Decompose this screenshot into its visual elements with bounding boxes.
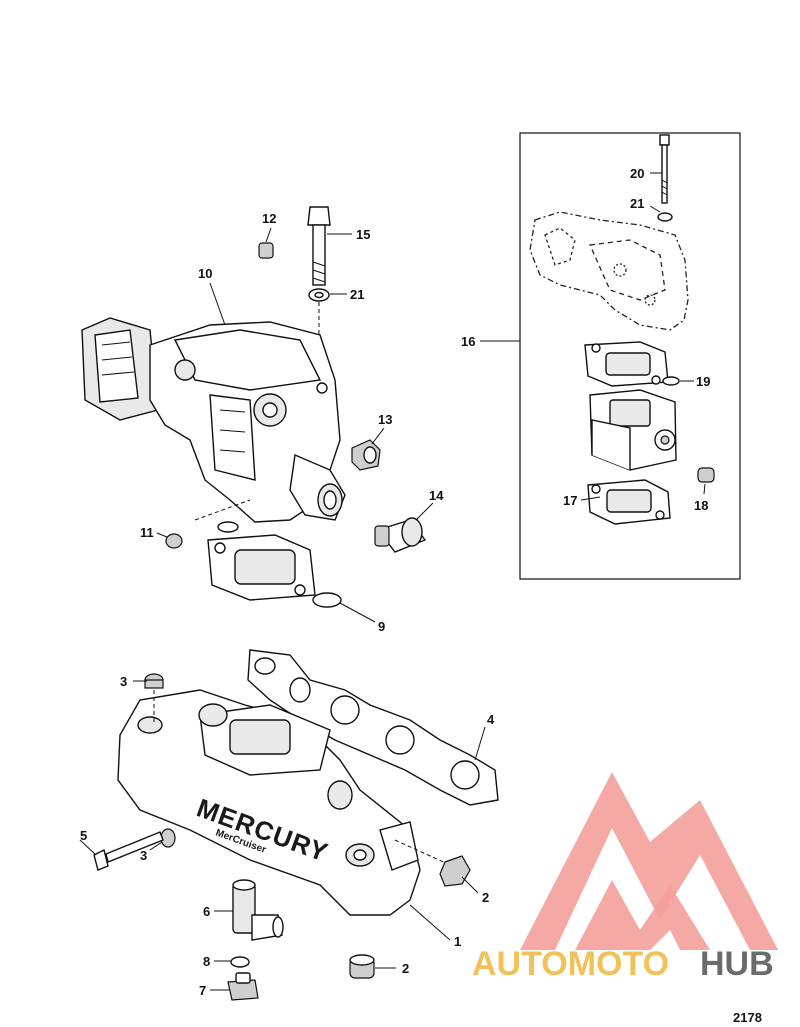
watermark-triangle-inner xyxy=(575,880,710,950)
callout-5: 5 xyxy=(80,828,87,843)
callout-15: 15 xyxy=(356,227,370,242)
callout-7: 7 xyxy=(199,983,206,998)
callout-21a: 21 xyxy=(630,196,644,211)
plug-13-part xyxy=(351,439,381,471)
callout-19: 19 xyxy=(696,374,710,389)
fitting-6-part xyxy=(232,879,284,941)
callout-18: 18 xyxy=(694,498,708,513)
bolt-20-part xyxy=(659,134,670,204)
riser-assembly-sketch-part xyxy=(529,211,689,331)
watermark-text-accent: HUB xyxy=(700,945,774,983)
leader-lines xyxy=(79,172,706,991)
washer-8-part xyxy=(230,956,250,968)
gasket-19-upper-part xyxy=(584,341,669,387)
fitting-14-part xyxy=(374,517,427,553)
plug-11-part xyxy=(165,533,183,549)
watermark-logo: AUTOMOTO HUB xyxy=(472,772,778,983)
ring-9b-part xyxy=(312,592,342,608)
callout-14: 14 xyxy=(429,488,444,503)
callout-9: 9 xyxy=(378,619,385,634)
callout-2b: 2 xyxy=(402,961,409,976)
setscrew-12-part xyxy=(258,242,274,259)
washer-21-inset-part xyxy=(657,212,673,222)
drain-7-part xyxy=(227,972,259,1001)
plug-3-lower-part xyxy=(160,828,176,848)
spacer-block-part xyxy=(589,389,677,471)
callout-4: 4 xyxy=(487,712,495,727)
bolt-5-part xyxy=(93,831,164,871)
callout-20: 20 xyxy=(630,166,644,181)
gasket-17-part xyxy=(587,479,671,525)
callout-10: 10 xyxy=(198,266,212,281)
inset-frame xyxy=(519,132,741,580)
callout-2a: 2 xyxy=(482,890,489,905)
elbow-10-part xyxy=(81,317,346,523)
plug-2-right-part xyxy=(439,855,471,887)
watermark-text-main: AUTOMOTO xyxy=(472,945,669,983)
ring-19-part xyxy=(662,376,680,386)
callout-16: 16 xyxy=(461,334,475,349)
plug-18-part xyxy=(697,467,715,483)
bolt-15-part xyxy=(307,206,331,286)
watermark-triangle-outer xyxy=(520,772,778,950)
callout-3a: 3 xyxy=(120,674,127,689)
ring-9a-part xyxy=(217,521,239,533)
cap-2-bottom-part xyxy=(349,954,375,979)
figure-number: 2178 xyxy=(733,1010,762,1025)
callout-1: 1 xyxy=(454,934,461,949)
gasket-9-part xyxy=(207,534,316,601)
callout-11: 11 xyxy=(140,525,154,540)
callout-3b: 3 xyxy=(140,848,147,863)
callout-12: 12 xyxy=(262,211,276,226)
exhaust-manifold-1-part: MERCURY MerCruiser xyxy=(117,689,421,916)
callout-17: 17 xyxy=(563,493,577,508)
plug-3-top-part xyxy=(144,673,164,689)
callout-6: 6 xyxy=(203,904,210,919)
callout-21b: 21 xyxy=(350,287,364,302)
callout-13: 13 xyxy=(378,412,392,427)
callout-8: 8 xyxy=(203,954,210,969)
